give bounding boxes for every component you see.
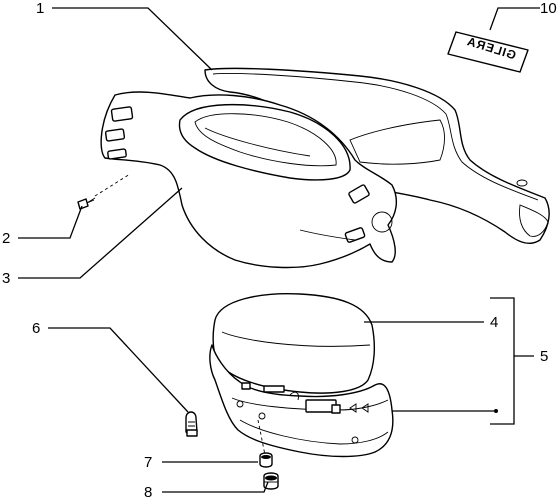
callout-3: 3 — [2, 270, 10, 287]
callout-2: 2 — [2, 230, 10, 247]
callout-6: 6 — [32, 320, 40, 337]
callout-8: 8 — [144, 484, 152, 499]
screw — [77, 173, 131, 210]
callout-5: 5 — [540, 348, 548, 365]
instrument-lens — [212, 293, 376, 394]
bulb — [185, 411, 198, 437]
callout-1: 1 — [36, 0, 44, 17]
callout-7: 7 — [144, 454, 152, 471]
lamp-socket — [263, 472, 279, 490]
instrument-panel — [209, 293, 498, 458]
leader-lines — [18, 7, 540, 493]
front-handlebar-cover — [100, 91, 398, 269]
callout-4: 4 — [490, 314, 498, 331]
bulb-holder — [257, 419, 273, 468]
gilera-badge: GILERA — [447, 31, 529, 73]
callout-10: 10 — [540, 0, 557, 17]
